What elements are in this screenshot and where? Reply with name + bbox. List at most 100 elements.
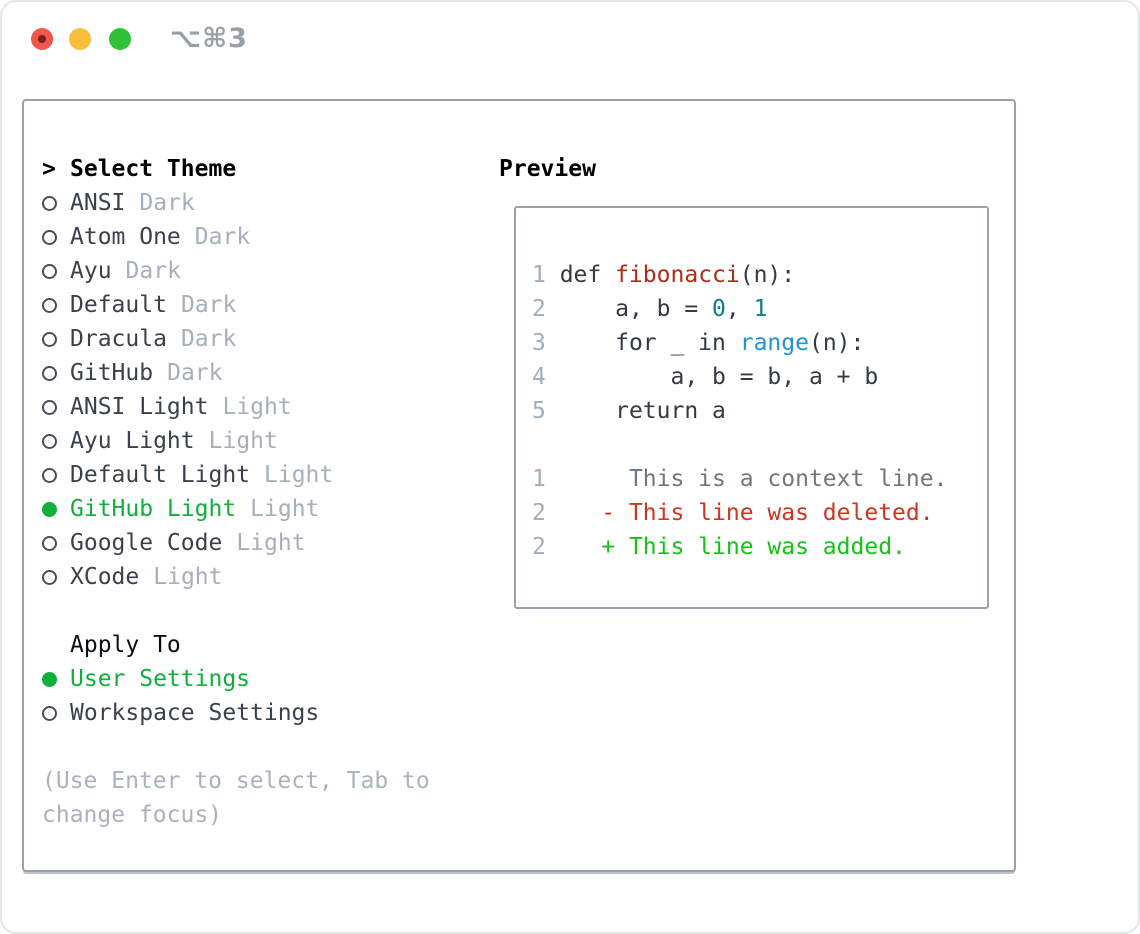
theme-variant-tag: Light [222,394,292,420]
theme-variant-tag: Dark [125,258,181,284]
theme-variant-tag: Light [236,530,306,556]
code-line-4: 4 a, b = b, a + b [532,360,987,394]
line-number: 1 [532,466,546,492]
theme-option-google-code-light[interactable]: Google Code Light [42,526,430,560]
theme-name: Google Code [70,530,223,556]
theme-variant-tag: Light [264,462,334,488]
radio-icon [42,195,57,211]
number-literal-token: 1 [753,296,768,322]
theme-variant-tag: Dark [180,292,237,318]
preview-box: 1 def fibonacci(n): 2 a, b = 0, 1 3 for … [514,206,989,609]
builtin-token: range [739,330,809,356]
theme-name: Ayu [70,258,112,284]
code-text: , [725,296,754,322]
code-line-1: 1 def fibonacci(n): [532,258,987,292]
apply-option-label: User Settings [70,666,251,692]
code-text: (n): [808,330,865,356]
code-text: (n): [739,262,796,288]
theme-option-atom-one-dark[interactable]: Atom One Dark [42,220,430,254]
radio-icon [42,297,57,313]
theme-option-ansi-dark[interactable]: ANSI Dark [42,186,430,220]
apply-option-user-settings[interactable]: User Settings [42,662,430,696]
hint-line: (Use Enter to select, Tab to [42,768,430,794]
radio-icon [42,365,57,381]
theme-name: ANSI Light [70,394,209,420]
diff-added-text: + This line was added. [545,534,906,560]
apply-to-header: Apply To [70,632,181,658]
theme-option-ayu-light[interactable]: Ayu Light Light [42,424,430,458]
theme-variant-tag: Dark [180,326,237,352]
theme-option-ayu-dark[interactable]: Ayu Dark [42,254,430,288]
code-text: def [545,262,616,288]
cursor-prefix-icon: > [42,156,56,182]
theme-name: Ayu Light [70,428,195,454]
apply-option-workspace-settings[interactable]: Workspace Settings [42,696,430,730]
line-number: 3 [532,330,546,356]
code-text: return a [545,398,726,424]
theme-variant-tag: Dark [194,224,251,250]
diff-added-line: 2 + This line was added. [532,530,987,564]
theme-option-ansi-light[interactable]: ANSI Light Light [42,390,430,424]
theme-variant-tag: Dark [167,360,223,386]
line-number: 1 [532,262,546,288]
theme-variant-tag: Dark [139,190,195,216]
apply-option-label: Workspace Settings [70,700,320,726]
theme-variant-tag: Light [153,564,223,590]
hint-line: change focus) [42,802,223,828]
close-dot-icon [38,35,46,43]
radio-icon [42,467,57,483]
preview-header: Preview [499,156,596,182]
preview-column: Preview 1 def fibonacci(n): 2 a, b = 0, … [499,152,989,609]
line-number: 4 [532,364,546,390]
function-name-token: fibonacci [615,262,740,288]
radio-icon [42,535,57,551]
theme-name: GitHub Light [70,496,237,522]
number-literal-token: 0 [712,296,726,322]
line-number: 2 [532,500,546,526]
radio-icon [42,399,57,415]
radio-selected-icon [42,671,57,687]
radio-icon [42,569,57,585]
radio-icon [42,433,57,449]
theme-option-xcode-light[interactable]: XCode Light [42,560,430,594]
radio-icon [42,263,57,279]
theme-variant-tag: Light [208,428,278,454]
window-title-shortcut: ⌥⌘3 [170,23,248,54]
theme-name: Dracula [70,326,167,352]
theme-name: GitHub [70,360,154,386]
radio-selected-icon [42,501,57,517]
line-number: 2 [532,534,546,560]
radio-icon [42,331,57,347]
line-number: 5 [532,398,546,424]
keyboard-hint: (Use Enter to select, Tab to change focu… [42,764,430,832]
select-theme-header-label: Select Theme [70,156,237,182]
code-line-2: 2 a, b = 0, 1 [532,292,987,326]
theme-option-github-light[interactable]: GitHub Light Light [42,492,430,526]
diff-deleted-line: 2 - This line was deleted. [532,496,987,530]
code-line-3: 3 for _ in range(n): [532,326,987,360]
theme-variant-tag: Light [250,496,320,522]
radio-icon [42,229,57,245]
diff-context-line: 1 This is a context line. [532,462,987,496]
code-text: a, b = [545,296,713,322]
theme-option-github-dark[interactable]: GitHub Dark [42,356,430,390]
theme-name: Atom One [70,224,181,250]
apply-to-section: Apply To User Settings Workspace Setting… [42,628,430,730]
code-line-5: 5 return a [532,394,987,428]
title-bar: ⌥⌘3 [2,2,1138,77]
close-button[interactable] [31,28,53,50]
select-theme-header: > Select Theme [42,152,430,186]
zoom-button[interactable] [109,28,131,50]
theme-name: XCode [70,564,140,590]
code-text: for _ in [545,330,740,356]
theme-option-dracula-dark[interactable]: Dracula Dark [42,322,430,356]
minimize-button[interactable] [69,28,91,50]
blank-line [532,428,987,462]
diff-deleted-text: - This line was deleted. [545,500,934,526]
theme-name: ANSI [70,190,126,216]
